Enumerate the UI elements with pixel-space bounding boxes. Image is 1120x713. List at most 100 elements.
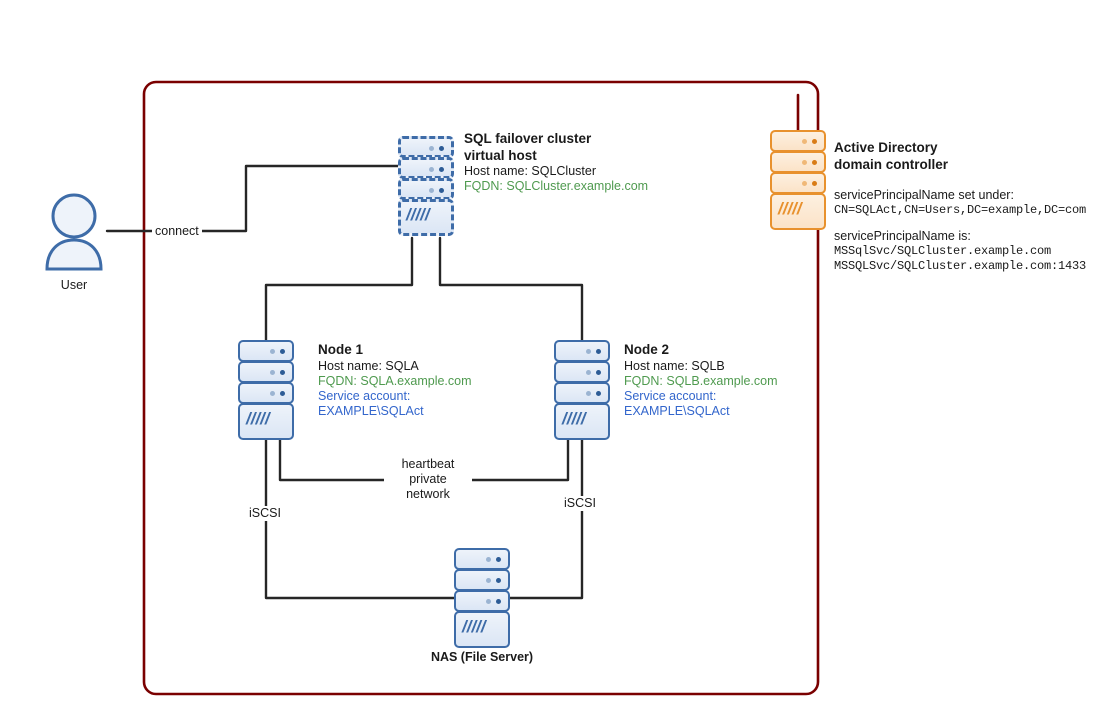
bay-dot xyxy=(812,181,817,186)
node1-server-icon[interactable]: ///// xyxy=(238,340,294,440)
sql-failover-cluster-virtual-host-icon[interactable]: ///// xyxy=(398,136,454,236)
bay-dot xyxy=(280,370,285,375)
server-bay xyxy=(554,382,610,404)
bay-dot xyxy=(280,349,285,354)
server-bay xyxy=(770,172,826,194)
vent-slashes-icon: ///// xyxy=(778,199,802,218)
server-bay xyxy=(554,361,610,383)
ad-spn-is-block: servicePrincipalName is: MSSqlSvc/SQLClu… xyxy=(834,229,1086,274)
node2-service-account: EXAMPLE\SQLAct xyxy=(624,403,730,418)
link-user-to-vhost xyxy=(105,164,401,233)
bay-dot xyxy=(439,188,444,193)
active-directory-domain-controller-icon[interactable]: ///// xyxy=(770,130,826,230)
bay-dot xyxy=(439,167,444,172)
server-bay xyxy=(454,611,510,648)
vent-slashes-icon: ///// xyxy=(462,617,486,636)
server-bay xyxy=(454,569,510,591)
node1-service-account-label: Service account: xyxy=(318,388,411,403)
bay-dot xyxy=(596,391,601,396)
server-bay xyxy=(770,130,826,152)
node2-server-icon[interactable]: ///// xyxy=(554,340,610,440)
node2-title: Node 2 xyxy=(624,342,670,357)
virtual-host-fqdn: FQDN: SQLCluster.example.com xyxy=(464,179,649,193)
connect-edge-label: connect xyxy=(152,224,202,239)
bay-dot xyxy=(270,391,275,396)
node1-fqdn: FQDN: SQLA.example.com xyxy=(318,373,472,388)
vent-slashes-icon: ///// xyxy=(246,409,270,428)
node2-service-account-label: Service account: xyxy=(624,388,717,403)
nas-label: NAS (File Server) xyxy=(430,650,534,664)
bay-dot xyxy=(486,578,491,583)
link-iscsi-node1-to-nas xyxy=(264,438,507,600)
server-bay xyxy=(454,590,510,612)
bay-dot xyxy=(586,370,591,375)
bay-dot xyxy=(812,160,817,165)
bay-dot xyxy=(486,557,491,562)
node1-service-account: EXAMPLE\SQLAct xyxy=(318,403,424,418)
server-bay xyxy=(770,151,826,173)
bay-dot xyxy=(596,349,601,354)
server-bay xyxy=(454,548,510,570)
bay-dot xyxy=(486,599,491,604)
bay-dot xyxy=(802,160,807,165)
node1-label-block: Node 1 Host name: SQLA FQDN: SQLA.exampl… xyxy=(318,342,472,419)
ad-spn-is-label: servicePrincipalName is: xyxy=(834,229,971,243)
node1-title: Node 1 xyxy=(318,342,364,357)
user-label: User xyxy=(60,278,88,292)
nas-file-server-icon[interactable]: ///// xyxy=(454,548,510,648)
bay-dot xyxy=(802,181,807,186)
ad-spn-set-under-label: servicePrincipalName set under: xyxy=(834,188,1014,202)
server-bay xyxy=(554,340,610,362)
bay-dot xyxy=(439,146,444,151)
bay-dot xyxy=(586,391,591,396)
ad-spn-set-under-value: CN=SQLAct,CN=Users,DC=example,DC=com xyxy=(834,203,1087,217)
node2-fqdn: FQDN: SQLB.example.com xyxy=(624,373,778,388)
server-bay xyxy=(238,403,294,440)
ad-title-line1: Active Directory xyxy=(834,140,938,155)
ad-spn-set-under-block: servicePrincipalName set under: CN=SQLAc… xyxy=(834,188,1086,218)
ad-spn-value-2: MSSQLSvc/SQLCluster.example.com:1433 xyxy=(834,259,1087,273)
virtual-host-title-line2: virtual host xyxy=(464,147,537,163)
link-vhost-to-node2 xyxy=(438,236,584,354)
server-bay xyxy=(238,382,294,404)
iscsi-right-label: iSCSI xyxy=(561,496,599,511)
vent-slashes-icon: ///// xyxy=(562,409,586,428)
bay-dot xyxy=(280,391,285,396)
server-bay xyxy=(770,193,826,230)
bay-dot xyxy=(496,578,501,583)
link-vhost-to-node1 xyxy=(264,236,414,354)
server-bay xyxy=(238,340,294,362)
server-bay xyxy=(238,361,294,383)
server-bay xyxy=(398,136,454,158)
heartbeat-line2: private xyxy=(409,472,447,486)
server-bay xyxy=(398,199,454,236)
virtual-host-label-block: SQL failover cluster virtual host Host n… xyxy=(464,131,648,194)
bay-dot xyxy=(270,370,275,375)
iscsi-left-label: iSCSI xyxy=(246,506,284,521)
bay-dot xyxy=(802,139,807,144)
node2-label-block: Node 2 Host name: SQLB FQDN: SQLB.exampl… xyxy=(624,342,778,419)
user-icon xyxy=(45,193,103,271)
cluster-boundary-rect xyxy=(142,80,820,696)
virtual-host-hostname: Host name: SQLCluster xyxy=(464,164,596,178)
bay-dot xyxy=(586,349,591,354)
active-directory-label-block: Active Directory domain controller xyxy=(834,140,948,173)
server-bay xyxy=(554,403,610,440)
bay-dot xyxy=(429,167,434,172)
bay-dot xyxy=(596,370,601,375)
vent-slashes-icon: ///// xyxy=(406,205,430,224)
server-bay xyxy=(398,178,454,200)
bay-dot xyxy=(270,349,275,354)
ad-title-line2: domain controller xyxy=(834,156,949,172)
node1-hostname: Host name: SQLA xyxy=(318,358,419,373)
heartbeat-edge-label: heartbeat private network xyxy=(384,457,472,502)
node2-hostname: Host name: SQLB xyxy=(624,358,725,373)
heartbeat-line1: heartbeat xyxy=(401,457,455,471)
bay-dot xyxy=(496,599,501,604)
bay-dot xyxy=(429,188,434,193)
heartbeat-line3: network xyxy=(406,487,450,501)
bay-dot xyxy=(812,139,817,144)
bay-dot xyxy=(496,557,501,562)
